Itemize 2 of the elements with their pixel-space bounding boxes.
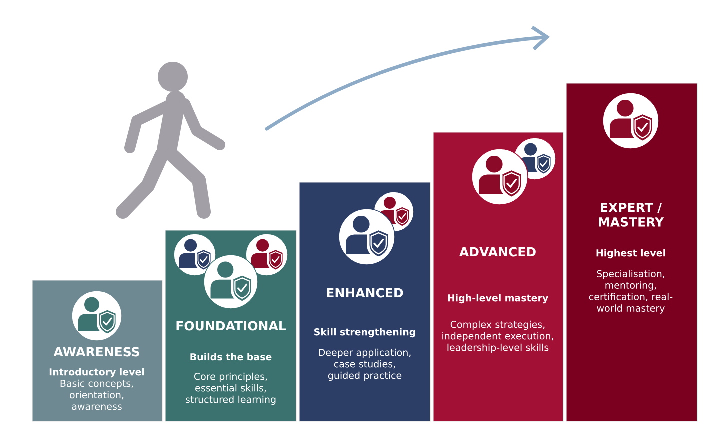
level-column: ADVANCED High-level mastery Complex strategies, independent execution, leadership-level skills bbox=[433, 132, 564, 422]
level-column: EXPERT / MASTERY Highest level Specialisation, mentoring, certification, real-world mastery bbox=[566, 83, 698, 422]
